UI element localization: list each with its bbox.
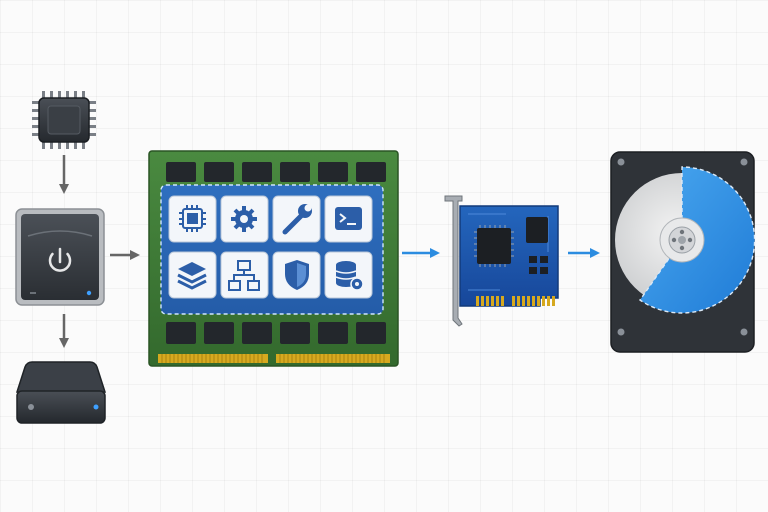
ram-module[interactable] [148,150,399,367]
gear-icon [231,206,257,232]
storage-drive[interactable] [15,361,107,424]
expansion-card[interactable] [444,195,559,327]
network-icon [228,260,260,291]
computer-power[interactable] [15,208,105,306]
database-gear-icon [335,261,364,291]
cpu-chip [32,91,96,149]
chip-icon [179,205,206,232]
terminal-icon [335,207,362,230]
hard-disk[interactable] [610,151,756,353]
shield-icon [285,260,309,290]
power-icon [48,247,72,272]
wrench-icon [282,204,312,235]
layers-icon [177,262,207,290]
